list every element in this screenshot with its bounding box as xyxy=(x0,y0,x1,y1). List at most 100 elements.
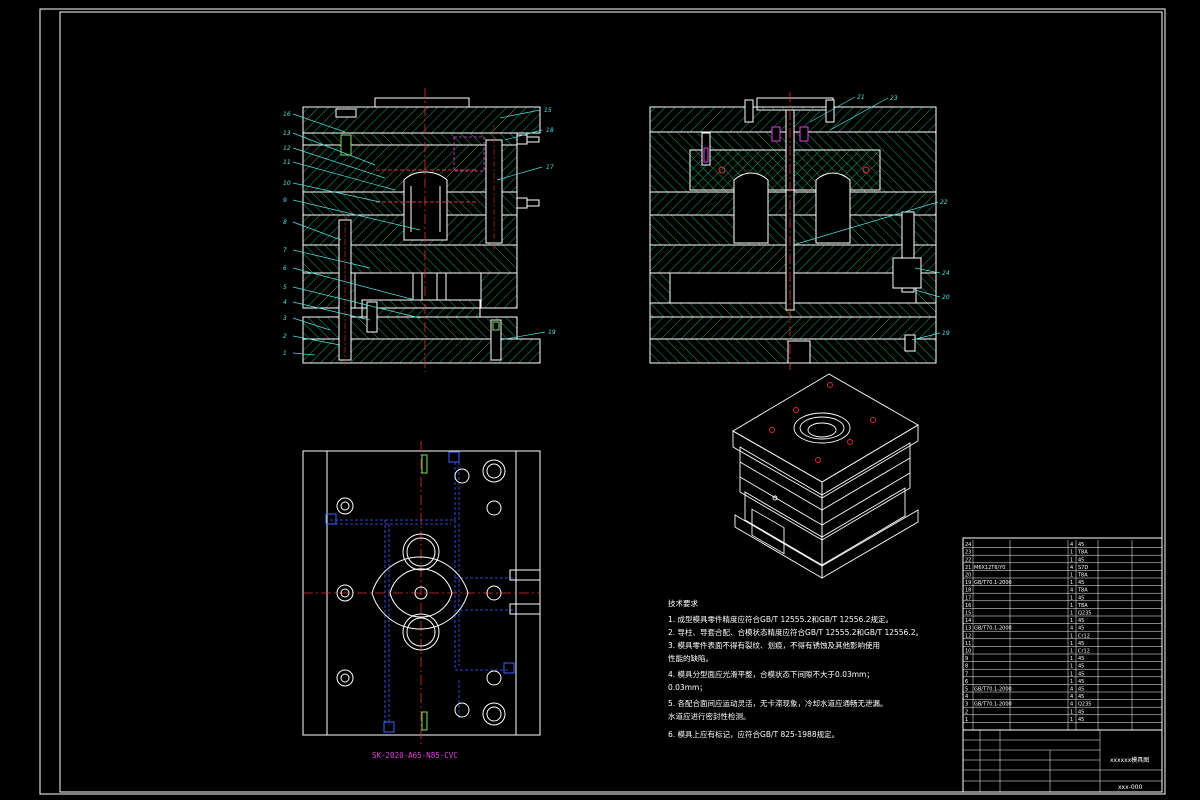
front-right-label: 15 xyxy=(544,107,552,114)
bom-standard: GB/T70.1-2000 xyxy=(974,702,1012,708)
bom-quantity: 4 xyxy=(1070,694,1073,700)
bom-material: 45 xyxy=(1078,580,1084,586)
bom-standard: GB/T70.1-2000 xyxy=(974,687,1012,693)
plan-view: SK-2020-A65-N85-CVC xyxy=(302,441,541,760)
front-left-label: 2 xyxy=(283,333,287,340)
bom-material: 45 xyxy=(1078,618,1084,624)
side-label: 21 xyxy=(857,94,865,101)
bom-number: 20 xyxy=(965,573,971,579)
bom-quantity: 1 xyxy=(1070,656,1073,662)
bom-quantity: 1 xyxy=(1070,580,1073,586)
bom-material: Cr12 xyxy=(1078,633,1090,639)
bom-quantity: 1 xyxy=(1070,649,1073,655)
side-section-view: 21 23 22 24 20 19 xyxy=(649,92,950,370)
bom-number: 19 xyxy=(965,580,971,586)
front-left-label: 11 xyxy=(283,159,291,166)
bom-quantity: 4 xyxy=(1070,542,1073,548)
bom-quantity: 4 xyxy=(1070,588,1073,594)
front-right-label: 17 xyxy=(546,164,554,171)
drawing-number: xxx-000 xyxy=(1118,784,1142,791)
bom-number: 10 xyxy=(965,649,971,655)
note-line: 1. 成型模具零件精度应符合GB/T 12555.2和GB/T 12556.2规… xyxy=(668,614,893,624)
bom-material: Cr12 xyxy=(1078,649,1090,655)
bom-quantity: 4 xyxy=(1070,626,1073,632)
bom-quantity: 1 xyxy=(1070,633,1073,639)
side-label: 20 xyxy=(942,294,950,301)
front-left-label: 6 xyxy=(283,265,287,272)
bom-material: 45 xyxy=(1078,542,1084,548)
note-line: 性能的缺陷。 xyxy=(668,653,713,663)
bom-number: 4 xyxy=(965,694,968,700)
bom-quantity: 1 xyxy=(1070,664,1073,670)
sheet-inner-border xyxy=(59,11,1163,793)
bom-number: 15 xyxy=(965,611,971,617)
bom-number: 7 xyxy=(965,671,968,677)
note-line: 3. 模具零件表面不得有裂纹、划痕，不得有锈蚀及其他影响使用 xyxy=(668,640,880,650)
bom-material: S7D xyxy=(1078,565,1088,571)
bom-quantity: 1 xyxy=(1070,641,1073,647)
bom-quantity: 1 xyxy=(1070,557,1073,563)
front-left-label: 7 xyxy=(283,247,287,254)
bom-quantity: 4 xyxy=(1070,702,1073,708)
note-line: 2. 导柱、导套合配、合模状态精度应符合GB/T 12555.2和GB/T 12… xyxy=(668,627,923,637)
bom-material: Q235 xyxy=(1078,702,1091,708)
bom-number: 9 xyxy=(965,656,968,662)
bom-material: 45 xyxy=(1078,641,1084,647)
bom-material: 45 xyxy=(1078,595,1084,601)
front-left-label: 16 xyxy=(283,111,291,118)
bom-material: T8A xyxy=(1077,550,1088,556)
drawing-title: xxxxxx模具图 xyxy=(1110,756,1149,764)
front-left-label: 4 xyxy=(283,299,287,306)
sheet-outer-border xyxy=(39,8,1166,795)
bom-material: 45 xyxy=(1078,656,1084,662)
notes-heading: 技术要求 xyxy=(668,598,698,608)
isometric-view xyxy=(732,373,919,579)
bom-number: 14 xyxy=(965,618,971,624)
front-left-label: 1 xyxy=(283,350,287,357)
bom-number: 12 xyxy=(965,633,971,639)
bom-quantity: 4 xyxy=(1070,565,1073,571)
drawing-code: SK-2020-A65-N85-CVC xyxy=(372,751,458,760)
bom-material: 45 xyxy=(1078,664,1084,670)
bom-number: 13 xyxy=(965,626,971,632)
technical-notes: 技术要求 1. 成型模具零件精度应符合GB/T 12555.2和GB/T 125… xyxy=(668,598,923,739)
bom-quantity: 1 xyxy=(1070,611,1073,617)
note-line: 水道应进行密封性检测。 xyxy=(668,711,751,721)
bom-number: 6 xyxy=(965,679,968,685)
front-left-label: 5 xyxy=(283,284,287,291)
side-label: 24 xyxy=(942,270,950,277)
bom-number: 21 xyxy=(965,565,971,571)
bom-quantity: 1 xyxy=(1070,717,1073,723)
front-left-label: 13 xyxy=(283,130,291,137)
bom-material: Q235 xyxy=(1078,611,1091,617)
note-line: 5. 各配合面间应运动灵活，无卡滞现象，冷却水道应通畅无泄漏。 xyxy=(668,698,888,708)
bom-material: T8A xyxy=(1077,588,1088,594)
front-left-label: 8 xyxy=(283,219,287,226)
front-left-label: 12 xyxy=(283,145,291,152)
bom-quantity: 1 xyxy=(1070,550,1073,556)
bom-number: 8 xyxy=(965,664,968,670)
bom-number: 22 xyxy=(965,557,971,563)
bom-quantity: 1 xyxy=(1070,709,1073,715)
bom-standard: GB/T70.1-2000 xyxy=(974,580,1012,586)
front-left-label: 3 xyxy=(283,315,287,322)
side-label: 19 xyxy=(942,330,950,337)
bom-number: 16 xyxy=(965,603,971,609)
front-left-label: 9 xyxy=(283,197,287,204)
bom-quantity: 1 xyxy=(1070,595,1073,601)
bom-material: 45 xyxy=(1078,557,1084,563)
side-label: 22 xyxy=(940,199,948,206)
bom-quantity: 1 xyxy=(1070,618,1073,624)
side-label: 23 xyxy=(890,95,898,102)
bom-material: 45 xyxy=(1078,671,1084,677)
bom-number: 24 xyxy=(965,542,971,548)
bom-material: 45 xyxy=(1078,679,1084,685)
front-section-view: 16 13 12 11 10 9 8 7 6 5 4 3 2 1 15 18 1… xyxy=(283,88,556,372)
bom-number: 17 xyxy=(965,595,971,601)
front-left-label: 10 xyxy=(283,180,291,187)
bom-number: 2 xyxy=(965,709,968,715)
bom-quantity: 1 xyxy=(1070,679,1073,685)
bom-material: T8A xyxy=(1077,573,1088,579)
bom-number: 3 xyxy=(965,702,968,708)
